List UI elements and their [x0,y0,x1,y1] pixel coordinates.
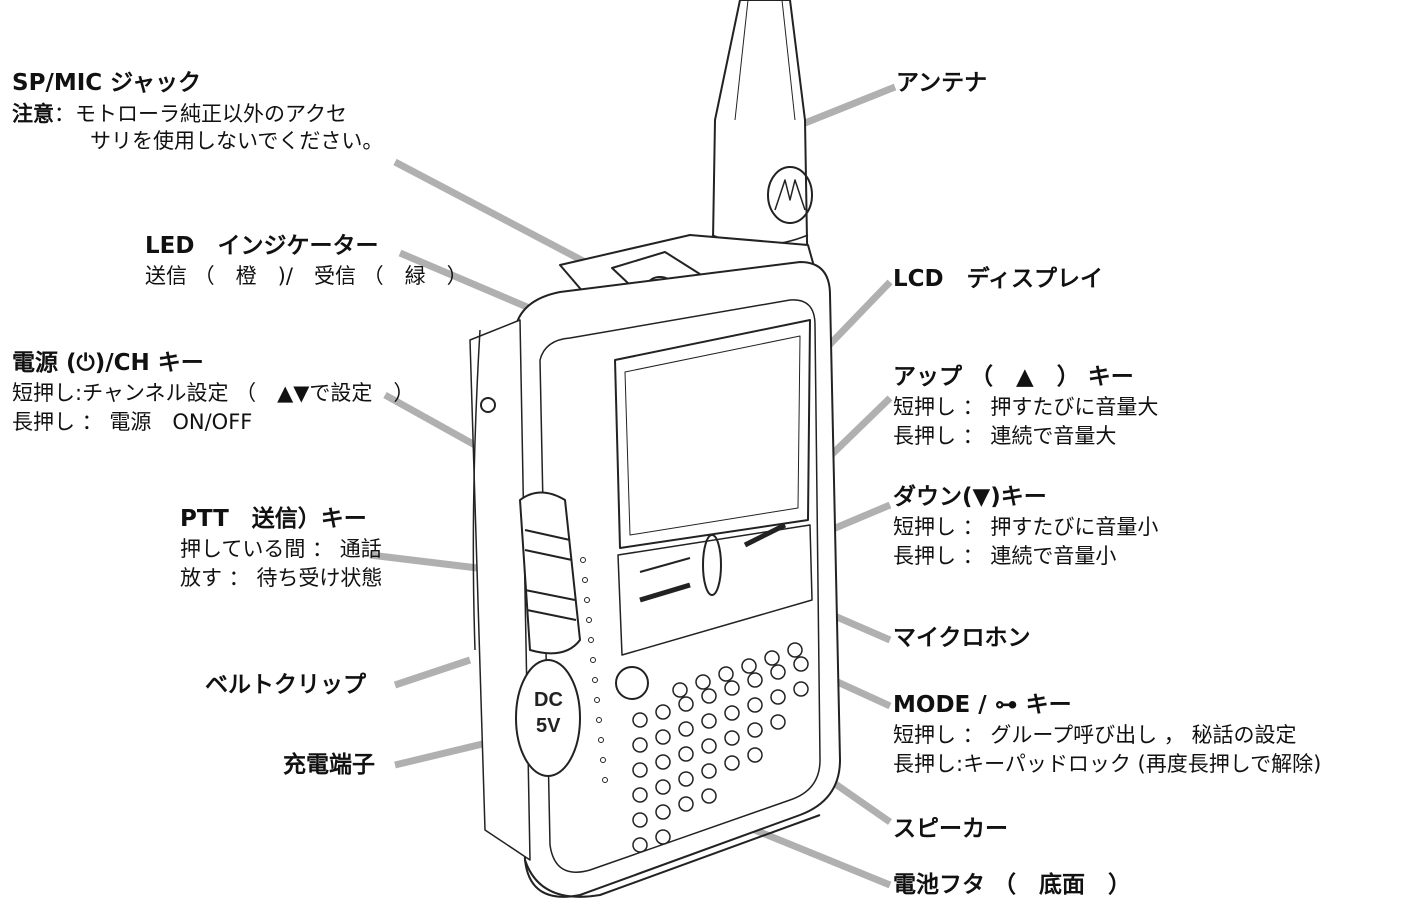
leader-battery-cover [748,824,892,889]
ptt-line2: 放す ： 待ち受け状態 [180,566,383,590]
microphone-title: マイクロホン [893,625,1031,651]
mode-key-line1: 短押し ： グループ呼び出し ， 秘話の設定 [893,723,1297,747]
up-key-line2: 長押し ： 連続で音量大 [893,424,1117,448]
up-key-title: アップ （ ▲ ） キー [893,364,1134,390]
microphone-hole [702,534,722,596]
lcd-screen [614,319,811,549]
label-down-key: ダウン(▼)キー 短押し ： 押すたびに音量小 長押し ： 連続で音量小 [893,486,1158,567]
dc-label-top: DC [534,689,563,711]
motorola-logo-icon [767,166,813,224]
power-ch-line1: 短押し:チャンネル設定 （ ▲▼で設定 ） [12,381,415,405]
dc-label-bottom: 5V [536,715,561,737]
charge-terminal [515,659,581,777]
sp-mic-note-line2: サリを使用しないでください。 [90,129,384,153]
label-sp-mic: SP/MIC ジャック 注意：モトローラ純正以外のアクセ サリを使用しないでくだ… [12,72,383,152]
charge-title: 充電端子 [283,752,375,778]
led-desc: 送信 （ 橙 )/ 受信 （ 緑 ） [145,264,468,288]
label-belt-clip: ベルトクリップ [205,674,366,697]
sp-mic-note-line1: ：モトローラ純正以外のアクセ [54,102,347,126]
label-led: LED インジケーター 送信 （ 橙 )/ 受信 （ 緑 ） [145,235,468,287]
label-mode-key: MODE / ⊶ キー 短押し ： グループ呼び出し ， 秘話の設定 長押し:キ… [893,694,1321,775]
ptt-line1: 押している間 ： 通話 [180,537,382,561]
sp-mic-title: SP/MIC ジャック [12,70,202,96]
mode-key-line2: 長押し:キーパッドロック (再度長押しで解除) [893,752,1322,776]
down-key-line2: 長押し ： 連続で音量小 [893,544,1117,568]
leader-antenna [798,83,897,129]
battery-cover-title: 電池フタ （ 底面 ） [893,872,1132,898]
up-key-line1: 短押し ： 押すたびに音量大 [893,395,1159,419]
led-title: LED インジケーター [145,233,379,259]
radio-body [469,0,841,898]
label-charge: 充電端子 [283,754,375,777]
side-perforations [580,557,608,783]
sp-mic-note: 注意：モトローラ純正以外のアクセ [12,104,383,125]
label-antenna: アンテナ [896,72,987,95]
lcd-title: LCD ディスプレイ [893,266,1104,292]
speaker-title: スピーカー [893,816,1008,842]
speaker-grill [632,642,809,853]
antenna-title: アンテナ [896,70,988,96]
power-ch-title: 電源 (⏻)/CH キー [12,350,204,376]
down-key-line1: 短押し ： 押すたびに音量小 [893,515,1159,539]
label-lcd: LCD ディスプレイ [893,268,1103,291]
label-up-key: アップ （ ▲ ） キー 短押し ： 押すたびに音量大 長押し ： 連続で音量大 [893,366,1158,447]
label-speaker: スピーカー [893,818,1008,841]
ptt-title: PTT 送信）キー [180,506,367,532]
power-ch-line2: 長押し ： 電源 ON/OFF [12,410,253,434]
sp-mic-note-head: 注意 [12,102,54,126]
label-battery-cover: 電池フタ （ 底面 ） [893,874,1131,897]
label-power-ch: 電源 (⏻)/CH キー 短押し:チャンネル設定 （ ▲▼で設定 ） 長押し ：… [12,352,414,433]
belt-clip-title: ベルトクリップ [205,672,366,698]
down-key-title: ダウン(▼)キー [893,484,1047,510]
mode-key-title: MODE / ⊶ キー [893,692,1072,718]
label-ptt: PTT 送信）キー 押している間 ： 通話 放す ： 待ち受け状態 [180,508,382,589]
label-microphone: マイクロホン [893,627,1031,650]
leader-belt-clip [393,656,472,689]
